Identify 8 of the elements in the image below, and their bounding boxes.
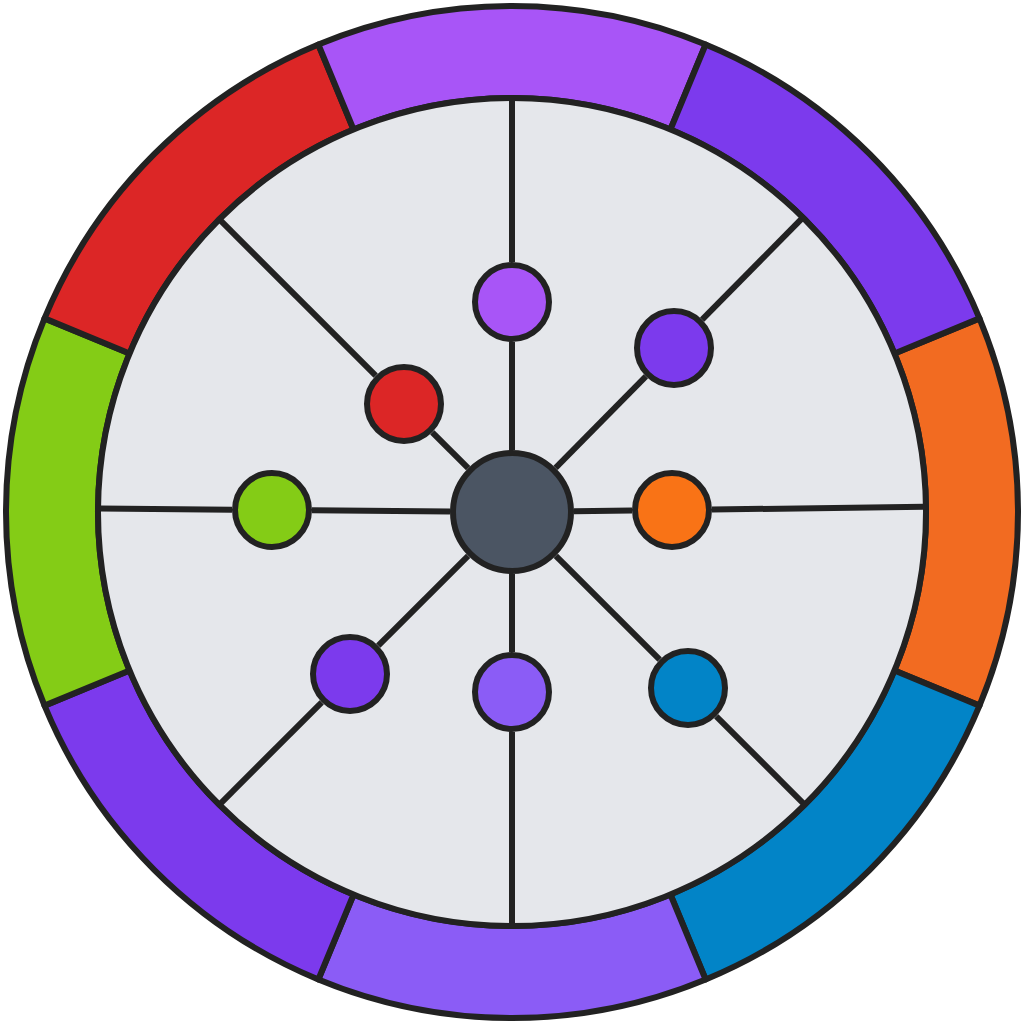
connector-line [376,553,471,648]
connector-line [553,553,662,662]
connector-line [430,430,471,471]
connector-line [311,507,451,515]
connector-line [553,374,648,470]
connector-line [573,507,633,515]
connector-line [509,342,515,450]
connector-line [509,574,515,652]
